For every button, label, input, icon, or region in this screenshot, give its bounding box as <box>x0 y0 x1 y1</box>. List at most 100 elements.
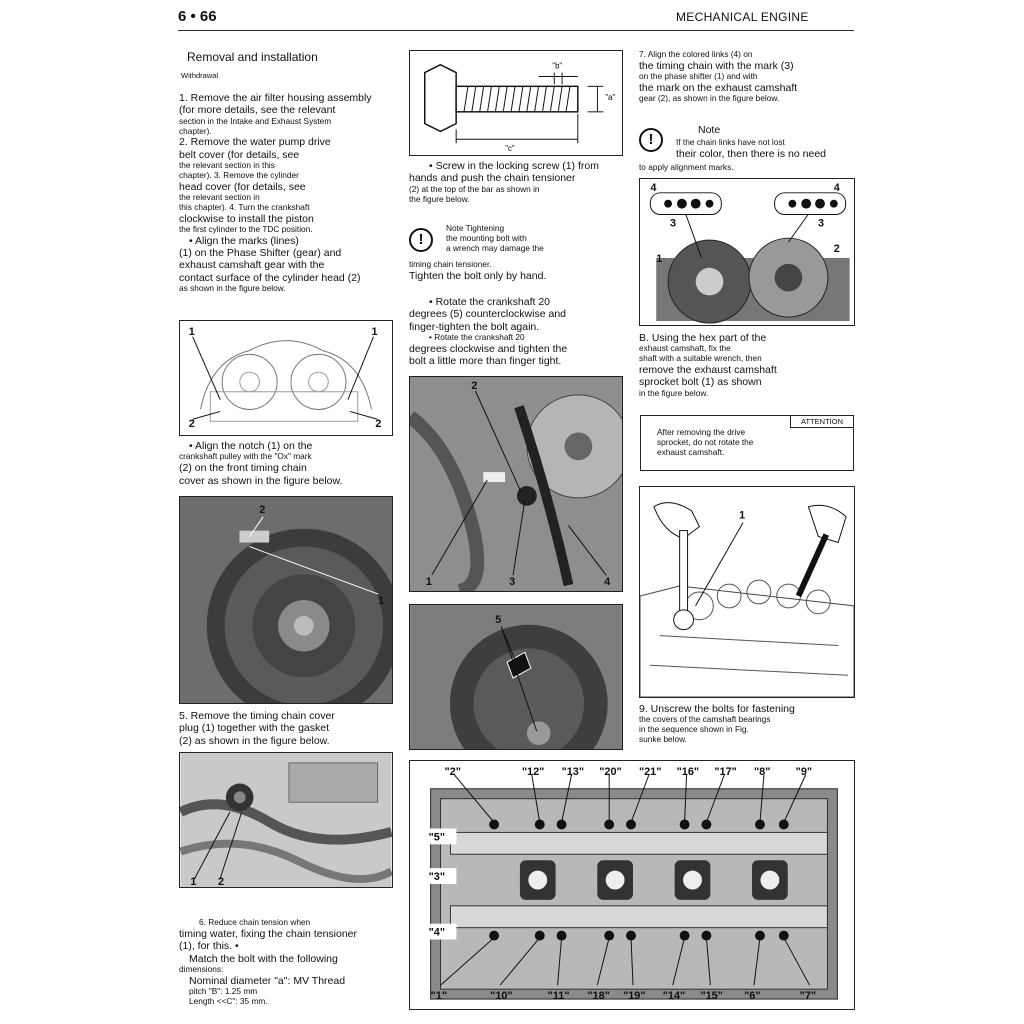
figure-rotation-arrow: 5 <box>409 604 623 750</box>
text-line: • Align the notch (1) on the <box>189 440 313 452</box>
bolt-seq-bottom: "11" <box>548 990 570 1002</box>
text-line: (for more details, see the relevant <box>179 104 336 117</box>
text-line: degrees clockwise and tighten the <box>409 342 568 355</box>
text-line: the covers of the camshaft bearings <box>639 714 771 725</box>
bolt-seq-top: "9" <box>796 766 812 778</box>
note-warning-icon: ! <box>639 128 663 152</box>
dim-b: "b" <box>552 62 562 71</box>
text-line: the mark on the exhaust camshaft <box>639 81 798 94</box>
bolt-seq-left: "5" <box>429 831 445 843</box>
bolt-seq-top: "13" <box>562 766 584 778</box>
chain-label: 4 <box>834 182 840 194</box>
text-line: gear (2), as shown in the figure below. <box>639 93 780 104</box>
text-line: contact surface of the cylinder head (2) <box>179 271 361 284</box>
figure-tensioner: 2 1 3 4 <box>409 376 623 592</box>
figure-bolt-dimensions: "a" "b" "c" <box>409 50 623 156</box>
text-line: cover as shown in the figure below. <box>179 474 343 487</box>
text-line: the relevant section in <box>179 192 260 202</box>
bolt-seq-left-bg <box>424 868 457 885</box>
bolt-seq-left-bg <box>424 828 457 845</box>
fig3-label: 3 <box>509 576 515 588</box>
text-line: crankshaft pulley with the "Ox" mark <box>179 451 312 462</box>
chain-label: 1 <box>656 253 662 265</box>
dim-c: "c" <box>505 144 515 153</box>
attention-tag: ATTENTION <box>790 415 854 428</box>
text-line: plug (1) together with the gasket <box>179 722 330 735</box>
bolt-seq-top: "2" <box>445 766 461 778</box>
text-line: • Rotate the crankshaft 20 <box>429 296 550 308</box>
text-line: this chapter). 4. Turn the crankshaft <box>179 201 310 212</box>
figure-cam-bolt-sequence: "2""12""13""20""21""16""17""8""9""1""10"… <box>409 760 855 1010</box>
text-line: sunke below. <box>639 733 687 744</box>
cam-sequence-drawing: "2""12""13""20""21""16""17""8""9""1""10"… <box>424 766 838 1002</box>
bolt-seq-bottom: "7" <box>800 990 816 1002</box>
text-line: their color, then there is no need <box>676 147 827 160</box>
fig2-label: 1 <box>378 595 384 607</box>
text-line: timing water, fixing the chain tensioner <box>179 927 358 940</box>
text-line: Note Tightening <box>446 223 505 233</box>
text-line: on the phase shifter (1) and with <box>639 71 758 82</box>
text-line: 7. Align the colored links (4) on <box>639 49 753 59</box>
text-line: (2) on the front timing chain <box>179 462 307 475</box>
bolt-seq-bottom: "15" <box>700 990 722 1002</box>
text-line: B. Using the hex part of the <box>639 332 767 344</box>
text-line: the mounting bolt with <box>446 232 527 243</box>
text-line: • Rotate the crankshaft 20 <box>429 332 525 343</box>
text-line: (2) as shown in the figure below. <box>179 734 330 747</box>
chain-label: 3 <box>818 217 824 229</box>
bolt-seq-bottom: "10" <box>490 990 512 1002</box>
dim-a: "a" <box>605 93 615 102</box>
figure-phase-marks: 1 1 2 2 <box>179 320 393 436</box>
text-line: (2) at the top of the bar as shown in <box>409 183 540 194</box>
figure-crank-pulley: 2 1 <box>179 496 393 704</box>
fig5-label: 1 <box>190 876 196 887</box>
wrench-label: 1 <box>739 510 745 522</box>
text-line: the relevant section in this <box>179 160 275 171</box>
rotation-drawing: 5 <box>410 605 622 749</box>
text-line: • Align the marks (lines) <box>189 234 299 247</box>
text-line: Tighten the bolt only by hand. <box>409 269 547 282</box>
fig3-label: 2 <box>471 380 477 392</box>
note-title: Note <box>698 124 721 136</box>
chain-links-drawing: 4 3 4 3 1 2 <box>649 182 850 324</box>
bolt-drawing: "a" "b" "c" <box>424 62 615 153</box>
removal-heading: Removal and installation <box>187 50 318 64</box>
section-title: MECHANICAL ENGINE <box>676 10 809 24</box>
text-line: as shown in the figure below. <box>179 283 286 294</box>
text-line: the figure below. <box>409 193 470 204</box>
text-line: 2. Remove the water pump drive <box>179 136 331 149</box>
fig1-label: 2 <box>375 418 381 430</box>
note-after: to apply alignment marks. <box>639 162 734 172</box>
text-line: Length <<C": 35 mm. <box>189 995 268 1006</box>
text-line: 1. Remove the air filter housing assembl… <box>179 92 372 104</box>
text-line: • Screw in the locking screw (1) from <box>429 160 599 172</box>
text-line: head cover (for details, see <box>179 180 306 193</box>
warning-icon: ! <box>409 228 433 252</box>
text-line: in the figure below. <box>639 387 709 398</box>
withdrawal-subheading: Withdrawal <box>181 71 219 80</box>
text-line: timing chain tensioner. <box>409 259 492 269</box>
crank-pulley-drawing: 2 1 <box>180 497 392 703</box>
bolt-seq-top: "17" <box>714 766 736 778</box>
fig1-label: 2 <box>189 418 195 430</box>
bolt-seq-left: "4" <box>429 927 445 939</box>
fig3-label: 1 <box>426 576 432 588</box>
phase-marks-drawing: 1 1 2 2 <box>189 326 382 430</box>
bolt-seq-left: "3" <box>429 871 445 883</box>
text-line: belt cover (for details, see <box>179 148 300 161</box>
text-line: bolt a little more than finger tight. <box>409 355 562 368</box>
text-line: degrees (5) counterclockwise and <box>409 308 566 321</box>
figure-chain-cover-plug: 1 2 <box>179 752 393 888</box>
bolt-seq-top: "8" <box>754 766 770 778</box>
fig1-label: 1 <box>372 326 378 338</box>
fig3-label: 4 <box>604 576 610 588</box>
